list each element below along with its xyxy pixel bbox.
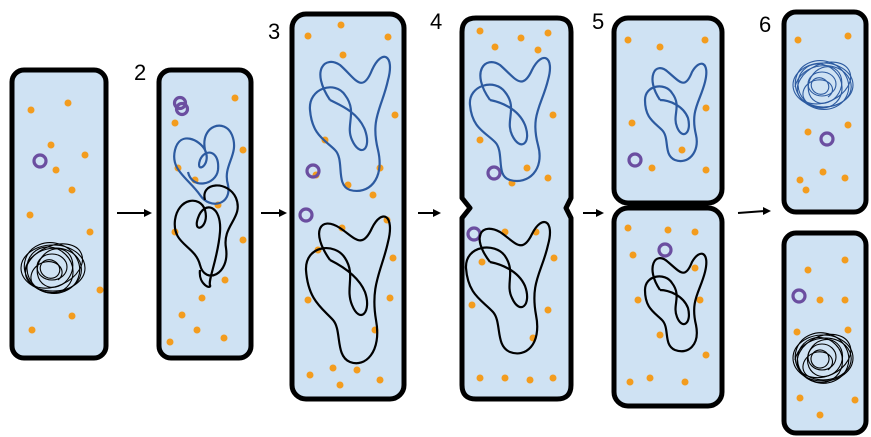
replicating-chromosome-copy: [173, 124, 236, 205]
replicated-chromosome-copy: [643, 62, 708, 163]
replicated-chromosome-copy: [468, 56, 551, 183]
plasmids: [791, 131, 835, 304]
arrow: [117, 209, 152, 217]
cell-membrane: [289, 11, 407, 402]
replicated-chromosome-copy: [308, 55, 392, 193]
cell-stage-2: 2: [134, 60, 254, 361]
cell-membrane: [9, 67, 109, 361]
original-chromosome: [304, 215, 392, 365]
cell-stage-6: 6: [759, 9, 869, 436]
original-chromosome: [173, 184, 239, 288]
cell-stage-4: 4: [430, 9, 574, 402]
condensed-chromosome-black: [792, 332, 854, 384]
arrow: [737, 207, 771, 215]
ribosomes: [793, 32, 859, 419]
original-chromosome: [464, 221, 551, 355]
cell-membrane-bottom: [611, 205, 725, 409]
step-label: 3: [268, 19, 280, 44]
cell-stage-1: [9, 67, 109, 361]
condensed-chromosome: [20, 242, 86, 294]
ribosomes: [624, 36, 710, 386]
step-label: 4: [430, 9, 442, 34]
arrow: [418, 209, 441, 217]
arrow: [261, 209, 287, 217]
step-label: 6: [759, 12, 771, 37]
condensed-chromosome-blue: [792, 60, 854, 110]
daughter-cell-top: [781, 9, 869, 215]
plasmids: [172, 95, 190, 117]
ribosomes: [468, 27, 558, 384]
original-chromosome: [643, 252, 708, 353]
cell-membrane: [459, 15, 574, 402]
plasmids: [298, 163, 321, 223]
arrow: [583, 209, 604, 217]
step-label: 2: [134, 60, 146, 85]
step-label: 5: [592, 9, 604, 34]
ribosomes: [166, 94, 247, 346]
ribosomes: [26, 99, 104, 334]
plasmid: [32, 153, 48, 169]
plasmids: [627, 152, 673, 258]
cell-stage-5: 5: [592, 9, 725, 409]
cell-stage-3: 3: [268, 11, 407, 402]
